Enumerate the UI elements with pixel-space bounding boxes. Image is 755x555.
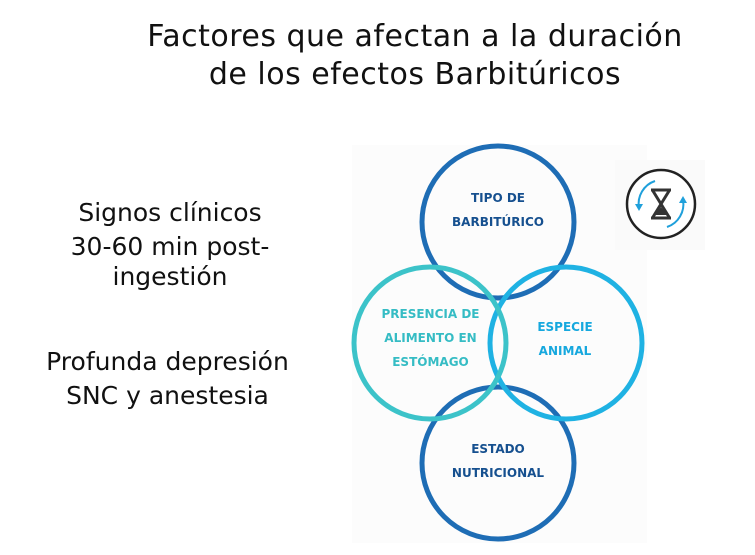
label-line: PRESENCIA DE: [381, 307, 480, 321]
circle-especie-animal: [487, 264, 645, 422]
text-line: Signos clínicos: [78, 198, 262, 227]
circle-presencia-alimento: [351, 264, 509, 422]
label-line: TIPO DE: [471, 191, 525, 205]
label-line: ESPECIE: [537, 320, 593, 334]
label-estado-nutricional: ESTADO NUTRICIONAL: [438, 437, 558, 485]
label-line: ALIMENTO EN: [384, 331, 477, 345]
text-line: Profunda depresión: [46, 347, 289, 376]
slide-title: Factores que afectan a la duración de lo…: [80, 18, 750, 94]
label-presencia-alimento: PRESENCIA DE ALIMENTO EN ESTÓMAGO: [368, 302, 493, 374]
hourglass-cycle-icon: [615, 160, 705, 250]
title-line-2: de los efectos Barbitúricos: [208, 57, 622, 92]
circle-estado-nutricional: [419, 384, 577, 542]
diagram-background: [352, 145, 647, 543]
title-line-1: Factores que afectan a la duración: [147, 19, 683, 54]
label-line: NUTRICIONAL: [451, 466, 545, 480]
label-tipo-barbiturico: TIPO DE BARBITÚRICO: [438, 186, 558, 234]
text-line: ingestión: [112, 262, 228, 291]
circle-tipo-barbiturico: [419, 143, 577, 301]
clinical-signs-text: Signos clínicos 30-60 min post- ingestió…: [10, 196, 330, 294]
label-line: ESTADO: [471, 442, 525, 456]
label-especie-animal: ESPECIE ANIMAL: [515, 315, 615, 363]
label-line: BARBITÚRICO: [452, 215, 544, 229]
depression-text: Profunda depresión SNC y anestesia: [0, 345, 335, 413]
label-line: ESTÓMAGO: [392, 355, 469, 369]
text-line: 30-60 min post-: [70, 232, 270, 261]
text-line: SNC y anestesia: [66, 381, 269, 410]
label-line: ANIMAL: [538, 344, 592, 358]
